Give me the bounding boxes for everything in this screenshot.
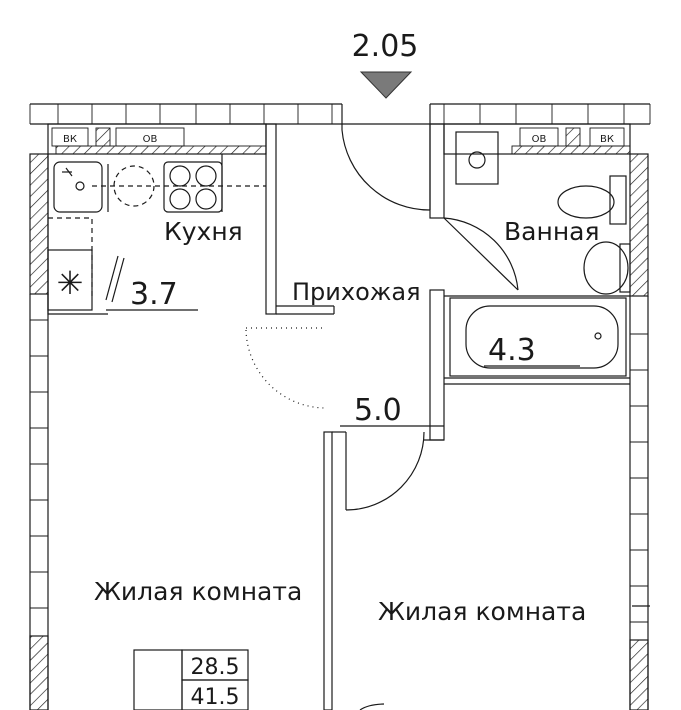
toilet-icon [557,175,627,225]
kitchen-counter [47,154,266,315]
top-wall [29,103,651,125]
ceiling-height-label: 2.05 [352,29,419,64]
right-wall [629,153,649,710]
bathroom-door-swing [443,217,519,291]
vent-asterisk-icon: ✳ [57,264,84,302]
entrance-door-swing [341,129,431,211]
bathroom-area: 4.3 [488,333,536,368]
vk-label-kitchen: ВК [63,134,77,145]
bathroom-label: Ванная [504,217,600,246]
washbasin-icon [583,241,631,295]
bathroom-fixtures [449,131,631,377]
kitchen-utility-strip: ВК ОВ [47,123,267,155]
hallway-opening-arc [245,329,327,409]
stove-icon [163,161,223,213]
legend-total-area: 41.5 [191,685,240,710]
kitchen-window-mark [105,255,119,301]
living-room-left-label: Жилая комната [94,577,302,606]
height-marker: 2.05 [352,29,419,99]
kitchen-area: 3.7 [130,277,178,312]
drain-icon [468,151,486,169]
interior-walls [265,123,630,710]
bathroom-utility-strip: ОВ ВК [443,123,631,155]
vk-label-bath: ВК [600,134,614,145]
hallway-label: Прихожая [292,278,421,306]
area-legend: 28.5 41.5 [133,649,249,710]
living-room-right-label: Жилая комната [378,597,586,626]
hallway-area: 5.0 [354,393,402,428]
ov-label-kitchen: ОВ [143,134,158,145]
bathtub-icon [449,297,627,377]
washing-machine-icon [113,165,155,207]
kitchen-vent-box: ✳ [47,249,93,311]
sink-icon [53,161,103,213]
kitchen-label: Кухня [164,217,243,246]
living-door-swing [345,431,425,511]
height-marker-arrow [359,71,413,99]
legend-living-area: 28.5 [191,655,240,680]
left-wall [29,153,49,710]
ov-label-bath: ОВ [532,134,547,145]
